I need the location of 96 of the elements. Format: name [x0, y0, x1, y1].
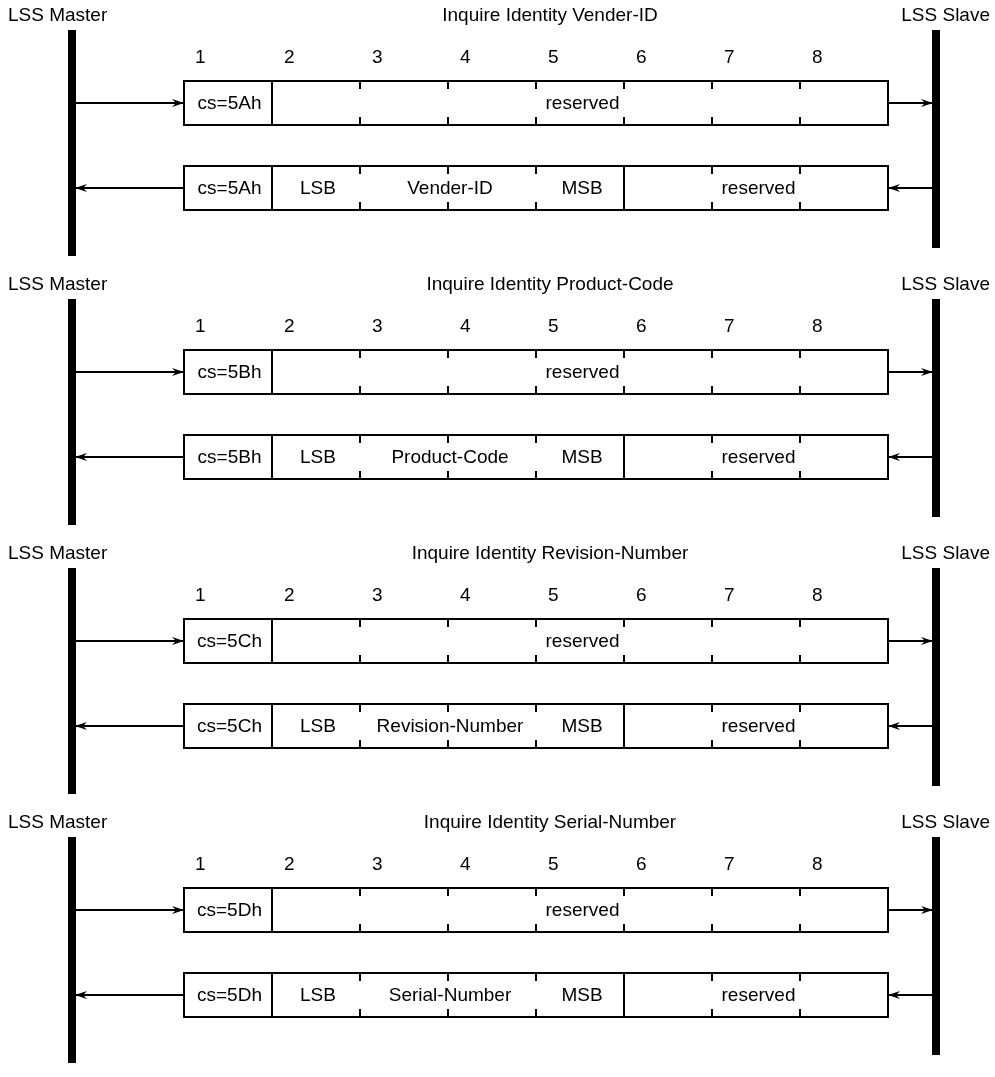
byte-number: 7	[724, 584, 735, 606]
field-text: cs=5Ch	[197, 715, 262, 737]
byte-number: 7	[724, 46, 735, 68]
field-text: reserved	[545, 361, 620, 383]
byte-number: 1	[195, 853, 206, 875]
byte-number: 8	[812, 46, 823, 68]
arrow	[888, 453, 933, 461]
field-text: MSB	[561, 984, 603, 1006]
byte-number: 4	[460, 46, 471, 68]
field-text: reserved	[721, 177, 796, 199]
message-frame	[183, 165, 889, 211]
field-text: reserved	[721, 446, 796, 468]
field-text: Vender-ID	[407, 177, 493, 199]
panel-title: Inquire Identity Serial-Number	[423, 811, 677, 833]
byte-number: 1	[195, 584, 206, 606]
byte-number: 3	[372, 853, 383, 875]
message-frame	[183, 703, 889, 749]
arrow	[888, 368, 933, 376]
field-text: cs=5Ch	[197, 630, 262, 652]
byte-number: 7	[724, 853, 735, 875]
field-text: Serial-Number	[388, 984, 512, 1006]
message-frame	[183, 80, 889, 126]
arrow	[888, 637, 933, 645]
lifeline-label: LSS Slave	[901, 542, 990, 564]
field-text: cs=5Ah	[197, 92, 262, 114]
arrow	[888, 184, 933, 192]
lifeline-label: LSS Slave	[901, 273, 990, 295]
field-text: MSB	[561, 715, 603, 737]
field-text: MSB	[561, 177, 603, 199]
field-text: cs=5Bh	[197, 446, 262, 468]
byte-number: 4	[460, 584, 471, 606]
field-text: Revision-Number	[376, 715, 524, 737]
byte-number: 8	[812, 315, 823, 337]
arrow	[75, 906, 184, 914]
field-text: reserved	[545, 92, 620, 114]
arrow	[75, 99, 184, 107]
byte-number: 8	[812, 584, 823, 606]
byte-number: 5	[548, 46, 559, 68]
message-frame	[183, 349, 889, 395]
panel-title: Inquire Identity Vender-ID	[442, 4, 658, 26]
byte-number: 1	[195, 315, 206, 337]
arrow	[75, 453, 184, 461]
field-text: cs=5Ah	[197, 177, 262, 199]
field-text: LSB	[300, 984, 336, 1006]
byte-number: 6	[636, 315, 647, 337]
byte-number: 3	[372, 584, 383, 606]
panel-title: Inquire Identity Product-Code	[426, 273, 674, 295]
arrow	[888, 722, 933, 730]
byte-number: 5	[548, 315, 559, 337]
message-frame	[183, 887, 889, 933]
lifeline-label: LSS Master	[8, 542, 108, 564]
byte-number: 5	[548, 584, 559, 606]
byte-number: 2	[284, 46, 295, 68]
arrow	[75, 184, 184, 192]
arrow	[75, 991, 184, 999]
field-text: reserved	[721, 984, 796, 1006]
field-text: LSB	[300, 446, 336, 468]
panel-title: Inquire Identity Revision-Number	[411, 542, 689, 564]
lifeline-label: LSS Master	[8, 273, 108, 295]
byte-number: 3	[372, 315, 383, 337]
arrow	[888, 991, 933, 999]
lifeline-label: LSS Slave	[901, 4, 990, 26]
field-text: cs=5Dh	[197, 899, 262, 921]
message-frame	[183, 972, 889, 1018]
field-text: cs=5Dh	[197, 984, 262, 1006]
field-text: LSB	[300, 177, 336, 199]
arrow	[75, 637, 184, 645]
byte-number: 5	[548, 853, 559, 875]
byte-number: 3	[372, 46, 383, 68]
field-text: reserved	[545, 899, 620, 921]
lifeline-label: LSS Master	[8, 4, 108, 26]
message-frame	[183, 618, 889, 664]
arrow	[75, 722, 184, 730]
byte-number: 4	[460, 853, 471, 875]
byte-number: 7	[724, 315, 735, 337]
arrow	[888, 99, 933, 107]
arrow	[75, 368, 184, 376]
field-text: LSB	[300, 715, 336, 737]
byte-number: 2	[284, 853, 295, 875]
byte-number: 6	[636, 46, 647, 68]
arrow	[888, 906, 933, 914]
field-text: MSB	[561, 446, 603, 468]
field-text: Product-Code	[391, 446, 509, 468]
byte-number: 6	[636, 853, 647, 875]
byte-number: 2	[284, 584, 295, 606]
lifeline-label: LSS Slave	[901, 811, 990, 833]
lifeline-label: LSS Master	[8, 811, 108, 833]
byte-number: 8	[812, 853, 823, 875]
byte-number: 4	[460, 315, 471, 337]
field-text: cs=5Bh	[197, 361, 262, 383]
byte-number: 6	[636, 584, 647, 606]
message-frame	[183, 434, 889, 480]
byte-number: 1	[195, 46, 206, 68]
field-text: reserved	[721, 715, 796, 737]
byte-number: 2	[284, 315, 295, 337]
field-text: reserved	[545, 630, 620, 652]
